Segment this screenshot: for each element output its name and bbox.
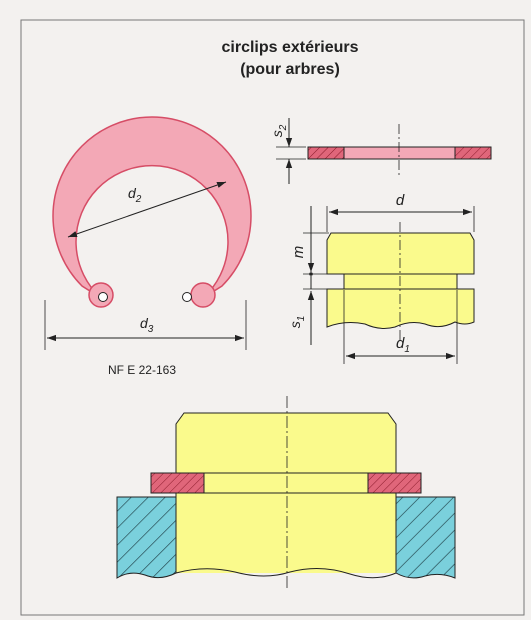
circlip-ring-view: d2 d3	[44, 116, 252, 350]
title-line-1: circlips extérieurs	[222, 39, 359, 56]
d1-label: d1	[396, 335, 410, 355]
m-label: m	[290, 246, 307, 259]
assembly-hub-right	[395, 496, 456, 579]
standard-reference: NF E 22-163	[108, 363, 176, 377]
assembly-circlip-left	[150, 472, 205, 494]
assembly-shaft-top	[175, 412, 397, 474]
circlip-section-view: s2	[269, 118, 492, 184]
shaft-groove	[343, 273, 458, 290]
assembly-circlip-right	[367, 472, 422, 494]
circlip-section-right	[454, 146, 492, 160]
shaft-upper	[326, 232, 475, 275]
assembly-view	[116, 396, 456, 590]
m-dot	[309, 272, 313, 276]
d2-label: d2	[128, 185, 142, 205]
assembly-break-line	[175, 568, 397, 579]
shaft-lower	[326, 288, 475, 329]
lug-hole-right	[182, 292, 192, 302]
d-label: d	[396, 192, 405, 209]
circlip-section-left	[307, 146, 345, 160]
lug-right	[190, 282, 216, 308]
lug-hole-left	[98, 292, 108, 302]
s1-label: s1	[287, 316, 307, 329]
shaft-groove-view: d m s1 d1	[287, 192, 475, 364]
title-line-2: (pour arbres)	[240, 61, 340, 78]
s2-label: s2	[269, 124, 289, 137]
d2-dimension-line	[67, 181, 227, 238]
assembly-hub-left	[116, 496, 177, 579]
assembly-shaft-groove	[203, 472, 369, 494]
d3-label: d3	[140, 315, 154, 335]
assembly-shaft-bottom	[176, 493, 396, 573]
